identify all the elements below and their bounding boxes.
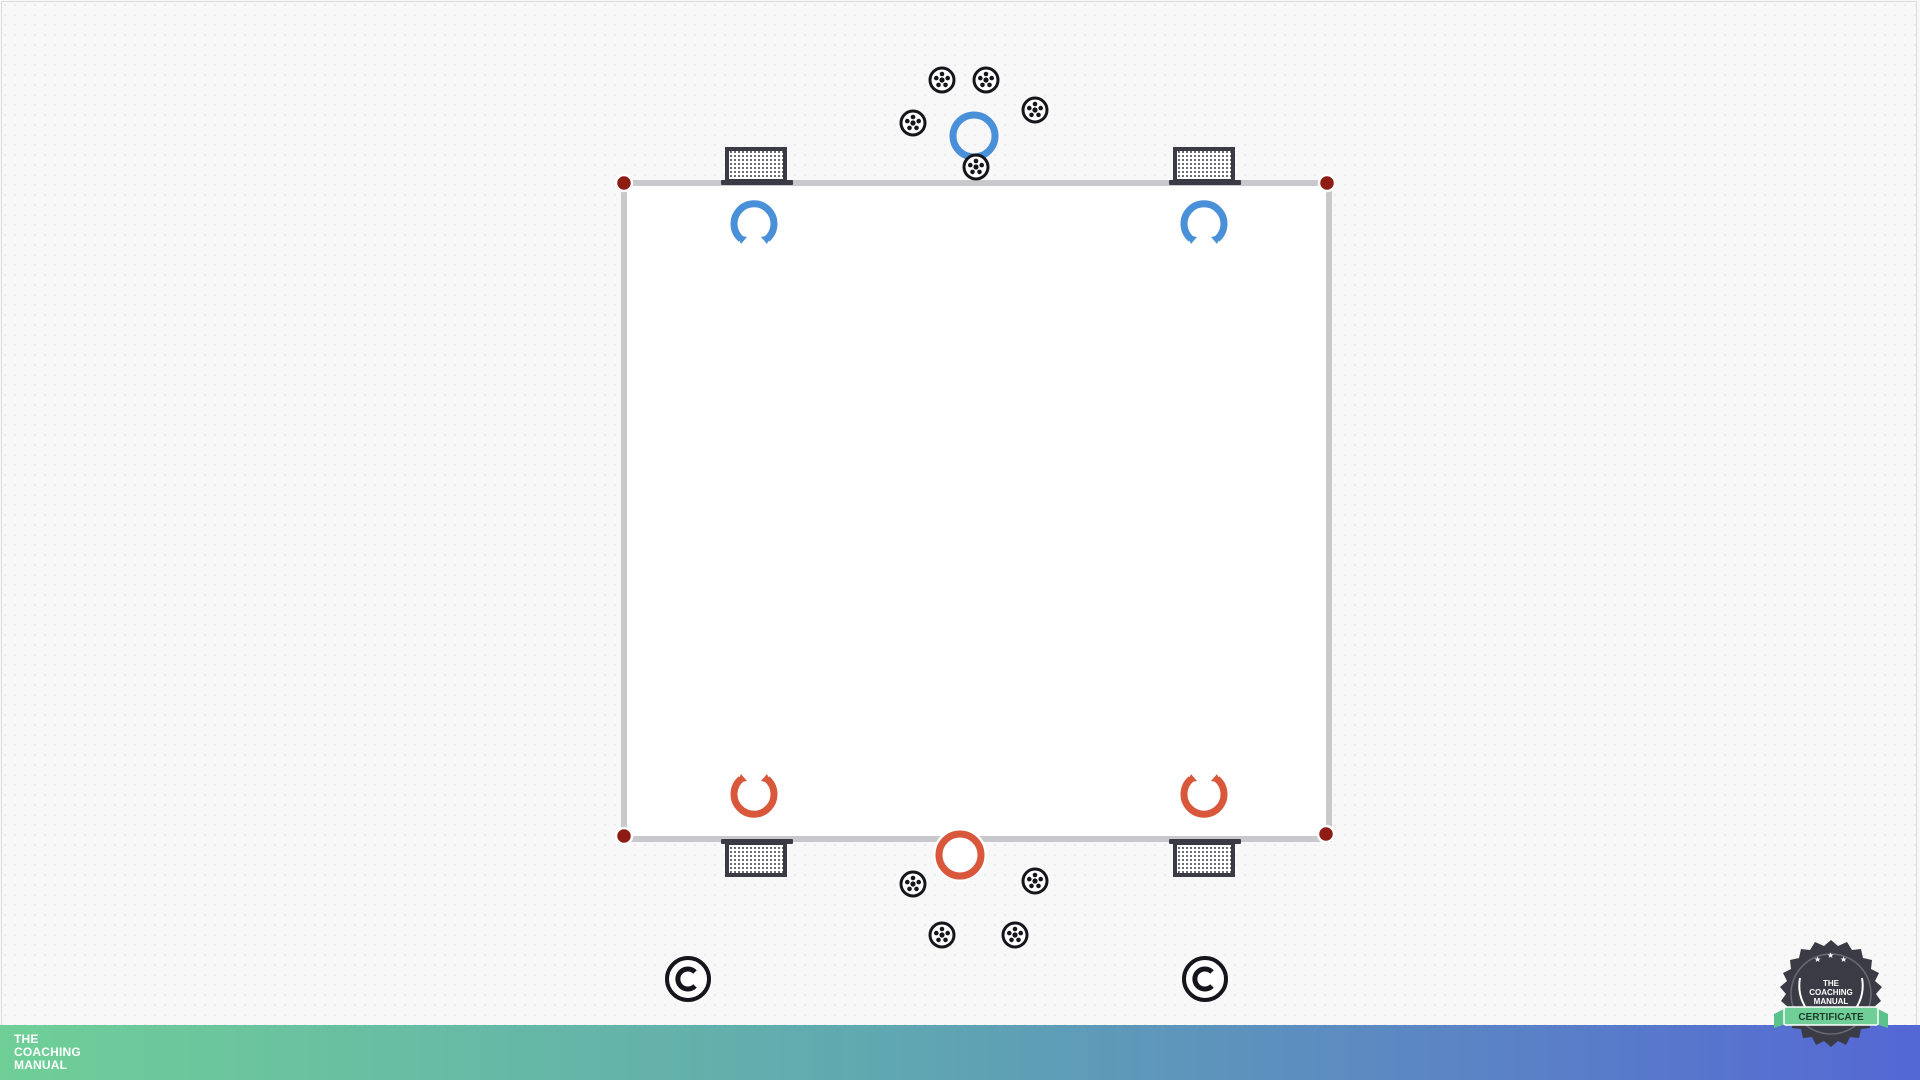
corner-cone-icon — [614, 826, 634, 846]
mini-goal-icon — [721, 837, 793, 877]
player-ring-icon — [1180, 200, 1228, 244]
corner-cone-icon — [614, 173, 634, 193]
svg-text:★: ★ — [1840, 955, 1847, 964]
corner-cone-icon — [1316, 824, 1336, 844]
soccer-ball-icon — [928, 921, 956, 949]
badge-logo-line: MANUAL — [1814, 997, 1849, 1006]
player-ring-icon — [730, 774, 778, 818]
player-ring-icon — [935, 830, 985, 880]
soccer-ball-icon — [1021, 867, 1049, 895]
logo-line: COACHING — [14, 1045, 81, 1059]
soccer-ball-icon — [899, 109, 927, 137]
svg-text:★: ★ — [1827, 951, 1834, 960]
soccer-ball-icon — [1021, 96, 1049, 124]
player-ring-icon — [730, 200, 778, 244]
badge-logo-line: THE — [1823, 979, 1840, 988]
coach-c-icon — [665, 956, 711, 1002]
mini-goal-icon — [1169, 147, 1241, 187]
corner-cone-icon — [1317, 173, 1337, 193]
soccer-ball-icon — [972, 66, 1000, 94]
badge-ribbon-label: CERTIFICATE — [1798, 1012, 1864, 1023]
footer-logo[interactable]: THE COACHING MANUAL — [14, 1033, 81, 1072]
footer-bar: THE COACHING MANUAL — [0, 1025, 1920, 1080]
logo-line: MANUAL — [14, 1058, 68, 1072]
coach-c-icon — [1182, 956, 1228, 1002]
player-ring-icon — [949, 111, 999, 161]
logo-line: THE — [14, 1032, 39, 1046]
soccer-ball-icon — [1001, 921, 1029, 949]
soccer-ball-icon — [962, 153, 990, 181]
soccer-ball-icon — [928, 66, 956, 94]
mini-goal-icon — [721, 147, 793, 187]
certificate-badge: ★ ★ ★ THE COACHING MANUAL CERTIFICATE — [1774, 940, 1888, 1047]
mini-goal-icon — [1169, 837, 1241, 877]
pitch-area — [621, 180, 1332, 842]
badge-logo-line: COACHING — [1809, 988, 1853, 997]
svg-text:★: ★ — [1814, 955, 1821, 964]
player-ring-icon — [1180, 774, 1228, 818]
soccer-ball-icon — [899, 870, 927, 898]
